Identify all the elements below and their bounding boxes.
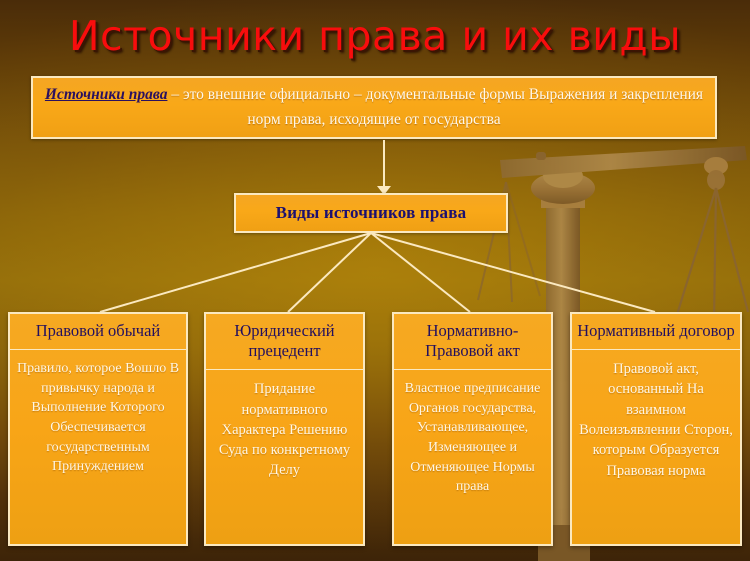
card-yuridicheskiy-precedent: Юридический прецедент Придание нормативн…: [204, 312, 365, 546]
down-arrow-icon: [377, 186, 391, 195]
card-normativno-pravovoy-akt: Нормативно-Правовой акт Властное предпис…: [392, 312, 553, 546]
card-body: Властное предписание Органов государства…: [404, 381, 541, 495]
card-heading: Правовой обычай: [10, 314, 186, 351]
definition-box: Источники права – это внешние официально…: [31, 76, 717, 139]
kinds-box: Виды источников права: [234, 193, 508, 233]
card-body: Придание нормативного Характера Решению …: [218, 381, 351, 479]
card-heading: Нормативно-Правовой акт: [394, 314, 551, 371]
down-arrow-shaft: [383, 140, 385, 188]
kinds-label: Виды источников права: [275, 203, 467, 222]
page-title: Источники права и их виды: [68, 12, 682, 60]
card-normativnyy-dogovor: Нормативный договор Правовой акт, основа…: [570, 312, 742, 546]
card-pravovoy-obychay: Правовой обычай Правило, которое Вошло В…: [8, 312, 188, 546]
card-heading: Юридический прецедент: [206, 314, 363, 371]
card-body: Правило, которое Вошло В привычку народа…: [16, 361, 180, 475]
definition-term: Источники права: [44, 86, 168, 104]
definition-rest: – это внешние официально – документальны…: [167, 86, 704, 128]
card-heading: Нормативный договор: [572, 314, 740, 351]
definition-text: Источники права – это внешние официально…: [33, 83, 715, 131]
card-body: Правовой акт, основанный На взаимном Вол…: [579, 361, 733, 479]
